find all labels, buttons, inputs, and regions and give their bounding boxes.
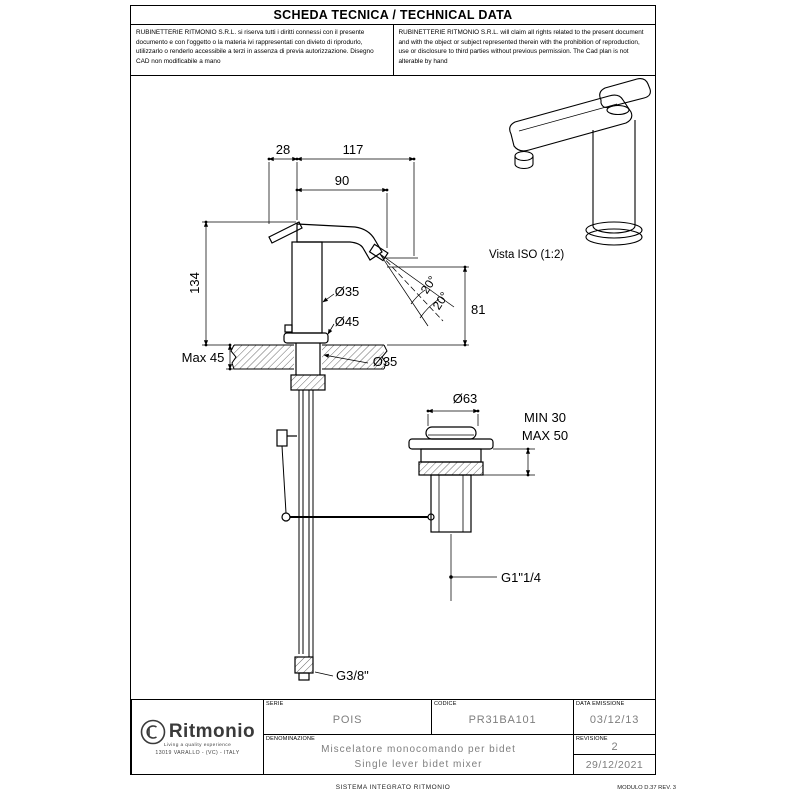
- iso-plate-edge: [518, 103, 618, 132]
- popup-rod-pivot: [281, 512, 291, 522]
- faucet-handle: [268, 221, 303, 244]
- legal-notices: RUBINETTERIE RITMONIO S.R.L. si riserva …: [131, 25, 655, 76]
- iso-spout-plate: [509, 94, 633, 152]
- hose-connector-tip: [298, 672, 310, 681]
- revisione-cell: REVISIONE 2 29/12/2021: [573, 734, 655, 774]
- logo-tagline: Living a quality experience: [163, 742, 232, 748]
- hose-connector: [294, 656, 314, 674]
- iso-view: [509, 78, 651, 246]
- technical-drawing: 28 117 90 134 Max 45 Ø35 Ø45 Ø35 20° 20°…: [182, 78, 651, 683]
- serie-value: POIS: [332, 713, 363, 726]
- deck-hatch-right: [322, 345, 384, 369]
- revisione-date: 29/12/2021: [585, 758, 644, 771]
- iso-aerator: [514, 150, 534, 170]
- drain-assembly: [408, 426, 494, 533]
- codice-cell: CODICE PR31BA101: [431, 700, 573, 734]
- legal-text-italian: RUBINETTERIE RITMONIO S.R.L. si riserva …: [131, 25, 394, 75]
- sheet-title: SCHEDA TECNICA / TECHNICAL DATA: [131, 6, 655, 25]
- dim-label-min30: MIN 30: [524, 410, 566, 425]
- iso-handle: [599, 78, 651, 109]
- footer-modulo: MODULO D.37 REV. 3: [617, 785, 676, 791]
- dimension-lines: [202, 156, 535, 677]
- dim-label-dia63: Ø63: [453, 391, 478, 406]
- codice-value: PR31BA101: [468, 713, 537, 726]
- iso-body-bottom: [592, 225, 636, 234]
- dim-label-dia45: Ø45: [335, 314, 360, 329]
- drain-flange: [408, 438, 494, 450]
- legal-text-english: RUBINETTERIE RITMONIO S.R.L. will claim …: [398, 29, 644, 65]
- dim-label-g1-1-4: G1"1/4: [501, 570, 541, 585]
- drain-tailpipe: [430, 474, 472, 533]
- dim-label-dia35-body: Ø35: [335, 284, 360, 299]
- hose-clip: [276, 429, 288, 447]
- dimension-dots: [204, 157, 530, 579]
- serie-cell: SERIE POIS: [263, 700, 431, 734]
- drain-body: [420, 448, 482, 463]
- front-view: [230, 221, 435, 681]
- dim-label-81: 81: [471, 302, 485, 317]
- footer-sistema: SISTEMA INTEGRATO RITMONIO: [335, 784, 451, 791]
- popup-knob: [284, 324, 293, 333]
- faucet-body: [291, 241, 323, 334]
- dim-label-28: 28: [276, 142, 290, 157]
- logo-cell: Ritmonio Living a quality experience 130…: [131, 700, 263, 774]
- deck-outline: [230, 344, 388, 370]
- denominazione-italian: Miscelatore monocomando per bidet: [321, 743, 516, 755]
- codice-label: CODICE: [434, 701, 457, 707]
- logo-row: Ritmonio: [140, 719, 255, 745]
- iso-view-caption: Vista ISO (1:2): [489, 249, 564, 261]
- revisione-label: REVISIONE: [576, 736, 608, 742]
- drain-locknut: [418, 461, 484, 476]
- ritmonio-logo-icon: [140, 719, 166, 744]
- supply-hoses: [298, 390, 314, 657]
- denominazione-label: DENOMINAZIONE: [266, 736, 316, 742]
- iso-base-top: [585, 221, 643, 239]
- popup-rod-vertical: [281, 445, 287, 514]
- iso-handle-neck: [606, 104, 630, 116]
- revisione-value: 2: [611, 740, 618, 753]
- drain-cap: [425, 426, 477, 440]
- faucet-base-flange: [283, 332, 329, 344]
- faucet-spout: [296, 223, 383, 261]
- logo-wordmark: Ritmonio: [168, 720, 256, 742]
- dimension-labels: 28 117 90 134 Max 45 Ø35 Ø45 Ø35 20° 20°…: [182, 142, 568, 683]
- revisione-number-row: 2: [574, 735, 655, 755]
- dim-label-dia35-deck: Ø35: [373, 354, 398, 369]
- data-emissione-cell: DATA EMISSIONE 03/12/13: [573, 700, 655, 734]
- deck-hatch-left: [234, 345, 294, 369]
- dim-label-max45: Max 45: [182, 350, 225, 365]
- faucet-aerator: [368, 243, 389, 262]
- data-emissione-label: DATA EMISSIONE: [576, 701, 625, 707]
- dim-label-134: 134: [187, 272, 202, 294]
- iso-base-bottom: [585, 228, 643, 246]
- dim-label-angle-b: 20°: [430, 289, 452, 312]
- denominazione-cell: DENOMINAZIONE Miscelatore monocomando pe…: [263, 734, 573, 774]
- logo-address: 13019 VARALLO - (VC) - ITALY: [155, 749, 240, 756]
- data-emissione-value: 03/12/13: [589, 713, 640, 726]
- title-block: Ritmonio Living a quality experience 130…: [131, 699, 655, 774]
- dim-label-max50: MAX 50: [522, 428, 568, 443]
- datasheet: SCHEDA TECNICA / TECHNICAL DATA RUBINETT…: [130, 5, 656, 775]
- serie-label: SERIE: [266, 701, 284, 707]
- dim-label-g3-8: G3/8": [336, 668, 369, 683]
- denominazione-english: Single lever bidet mixer: [354, 758, 483, 770]
- dim-label-90: 90: [335, 173, 349, 188]
- dim-label-117: 117: [343, 142, 364, 157]
- fixing-nut: [290, 374, 326, 391]
